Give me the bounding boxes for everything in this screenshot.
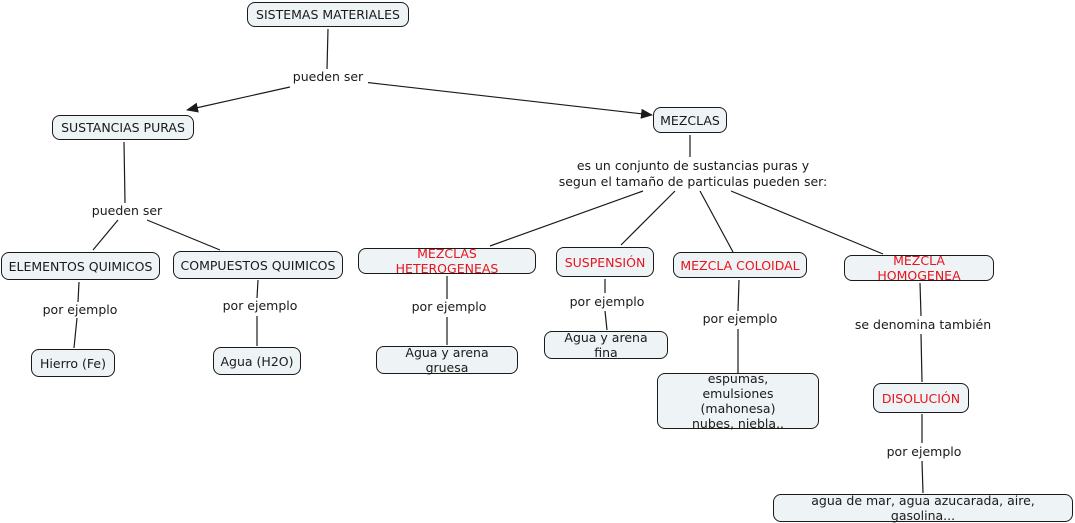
concept-disolucion[interactable]: DISOLUCIÓN bbox=[873, 383, 969, 413]
link-line bbox=[921, 460, 924, 494]
link-line bbox=[604, 310, 608, 331]
concept-ejemplos-disolucion[interactable]: agua de mar, agua azucarada, aire, gasol… bbox=[773, 493, 1073, 523]
link-por-ejemplo-disolucion: por ejemplo bbox=[882, 444, 966, 460]
concept-agua-arena-gruesa[interactable]: Agua y arena gruesa bbox=[376, 345, 518, 375]
link-por-ejemplo-suspension: por ejemplo bbox=[565, 294, 649, 310]
concept-hierro[interactable]: Hierro (Fe) bbox=[31, 349, 115, 377]
arrow-to-mezclas bbox=[362, 81, 653, 119]
concept-espumas[interactable]: espumas, emulsiones (mahonesa) nubes, ni… bbox=[657, 371, 819, 431]
concept-mezcla-homogenea[interactable]: MEZCLA HOMOGENEA bbox=[844, 253, 994, 283]
link-por-ejemplo-elementos: por ejemplo bbox=[38, 302, 122, 318]
link-line bbox=[256, 279, 259, 299]
link-line bbox=[92, 219, 119, 251]
concept-elementos-quimicos[interactable]: ELEMENTOS QUIMICOS bbox=[1, 252, 160, 280]
link-se-denomina: se denomina también bbox=[850, 317, 996, 333]
concept-agua-arena-fina[interactable]: Agua y arena fina bbox=[544, 330, 668, 360]
link-line bbox=[489, 190, 644, 247]
concept-mezclas-heterogeneas[interactable]: MEZCLAS HETEROGENEAS bbox=[358, 246, 536, 276]
link-line bbox=[620, 190, 676, 246]
link-pueden-ser-sustancias: pueden ser bbox=[87, 203, 167, 219]
link-line bbox=[146, 219, 221, 251]
concept-sistemas-materiales[interactable]: SISTEMAS MATERIALES bbox=[247, 2, 409, 27]
link-line bbox=[326, 28, 329, 70]
link-pueden-ser-main: pueden ser bbox=[288, 69, 368, 85]
concept-mezclas[interactable]: MEZCLAS bbox=[653, 107, 727, 133]
link-line bbox=[73, 317, 78, 349]
link-por-ejemplo-coloidal: por ejemplo bbox=[698, 311, 782, 327]
concept-compuestos-quimicos[interactable]: COMPUESTOS QUIMICOS bbox=[173, 251, 343, 279]
link-line bbox=[737, 279, 740, 312]
concept-suspension[interactable]: SUSPENSIÓN bbox=[556, 247, 654, 277]
link-conjunto: es un conjunto de sustancias puras y seg… bbox=[556, 158, 830, 190]
link-line bbox=[77, 281, 80, 303]
concept-sustancias-puras[interactable]: SUSTANCIAS PURAS bbox=[52, 115, 194, 140]
concept-mezcla-coloidal[interactable]: MEZCLA COLOIDAL bbox=[673, 252, 807, 278]
link-line bbox=[123, 141, 126, 204]
link-line bbox=[730, 190, 884, 255]
link-line bbox=[919, 282, 922, 317]
arrow-to-sustancias-puras bbox=[186, 86, 291, 113]
link-line bbox=[920, 333, 923, 383]
concept-agua-h2o[interactable]: Agua (H2O) bbox=[213, 347, 301, 375]
link-line bbox=[699, 190, 734, 253]
link-por-ejemplo-heterogeneas: por ejemplo bbox=[407, 299, 491, 315]
link-por-ejemplo-compuestos: por ejemplo bbox=[218, 298, 302, 314]
